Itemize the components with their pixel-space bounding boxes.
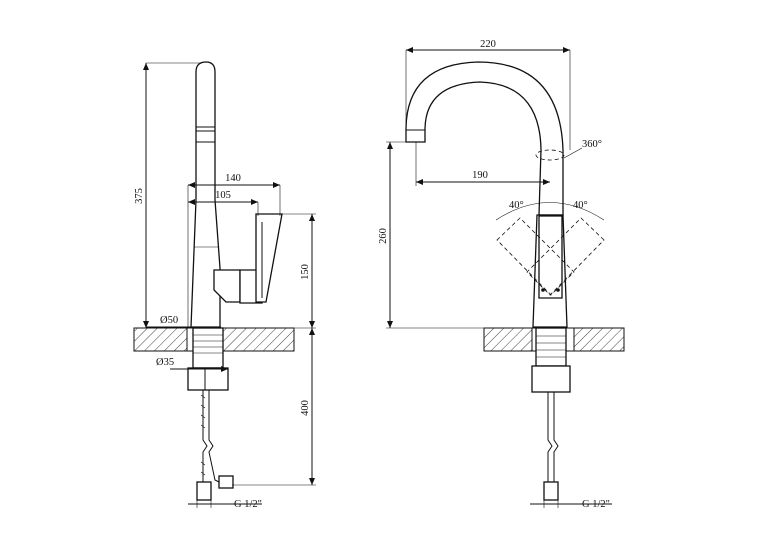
front-view: 220 360° 190 40° 40° 260 G 1/2"	[378, 39, 625, 510]
dim-side-height-total: 375	[134, 188, 145, 204]
dim-swivel-angle: 360°	[582, 139, 602, 150]
side-view: 375 140 105 Ø50 150 Ø35 400 G 1/2"	[133, 61, 316, 510]
dim-lever-angle-right: 40°	[573, 200, 588, 211]
faucet-front-spout	[405, 61, 564, 216]
dim-hose-length: 400	[300, 400, 311, 416]
dim-shank-diameter: Ø35	[156, 357, 174, 368]
dim-front-thread: G 1/2"	[582, 499, 610, 510]
front-dimensions	[386, 47, 612, 508]
lever-swing-dashed	[495, 202, 605, 296]
faucet-front-body	[532, 149, 568, 328]
dim-lever-angle-left: 40°	[509, 200, 524, 211]
dim-spout-reach: 220	[480, 39, 496, 50]
dim-spout-height: 260	[378, 228, 389, 244]
dim-body-width: 105	[215, 190, 231, 201]
side-dimensions	[143, 62, 316, 508]
shank-front	[531, 327, 571, 501]
dim-lever-width: 140	[225, 173, 241, 184]
dim-lever-height: 150	[300, 264, 311, 280]
dim-spout-offset: 190	[472, 170, 488, 181]
hoses-side	[196, 390, 234, 501]
dim-side-thread: G 1/2"	[234, 499, 262, 510]
shank-side	[187, 327, 229, 391]
faucet-side-body	[190, 61, 283, 328]
dim-base-diameter: Ø50	[160, 315, 178, 326]
